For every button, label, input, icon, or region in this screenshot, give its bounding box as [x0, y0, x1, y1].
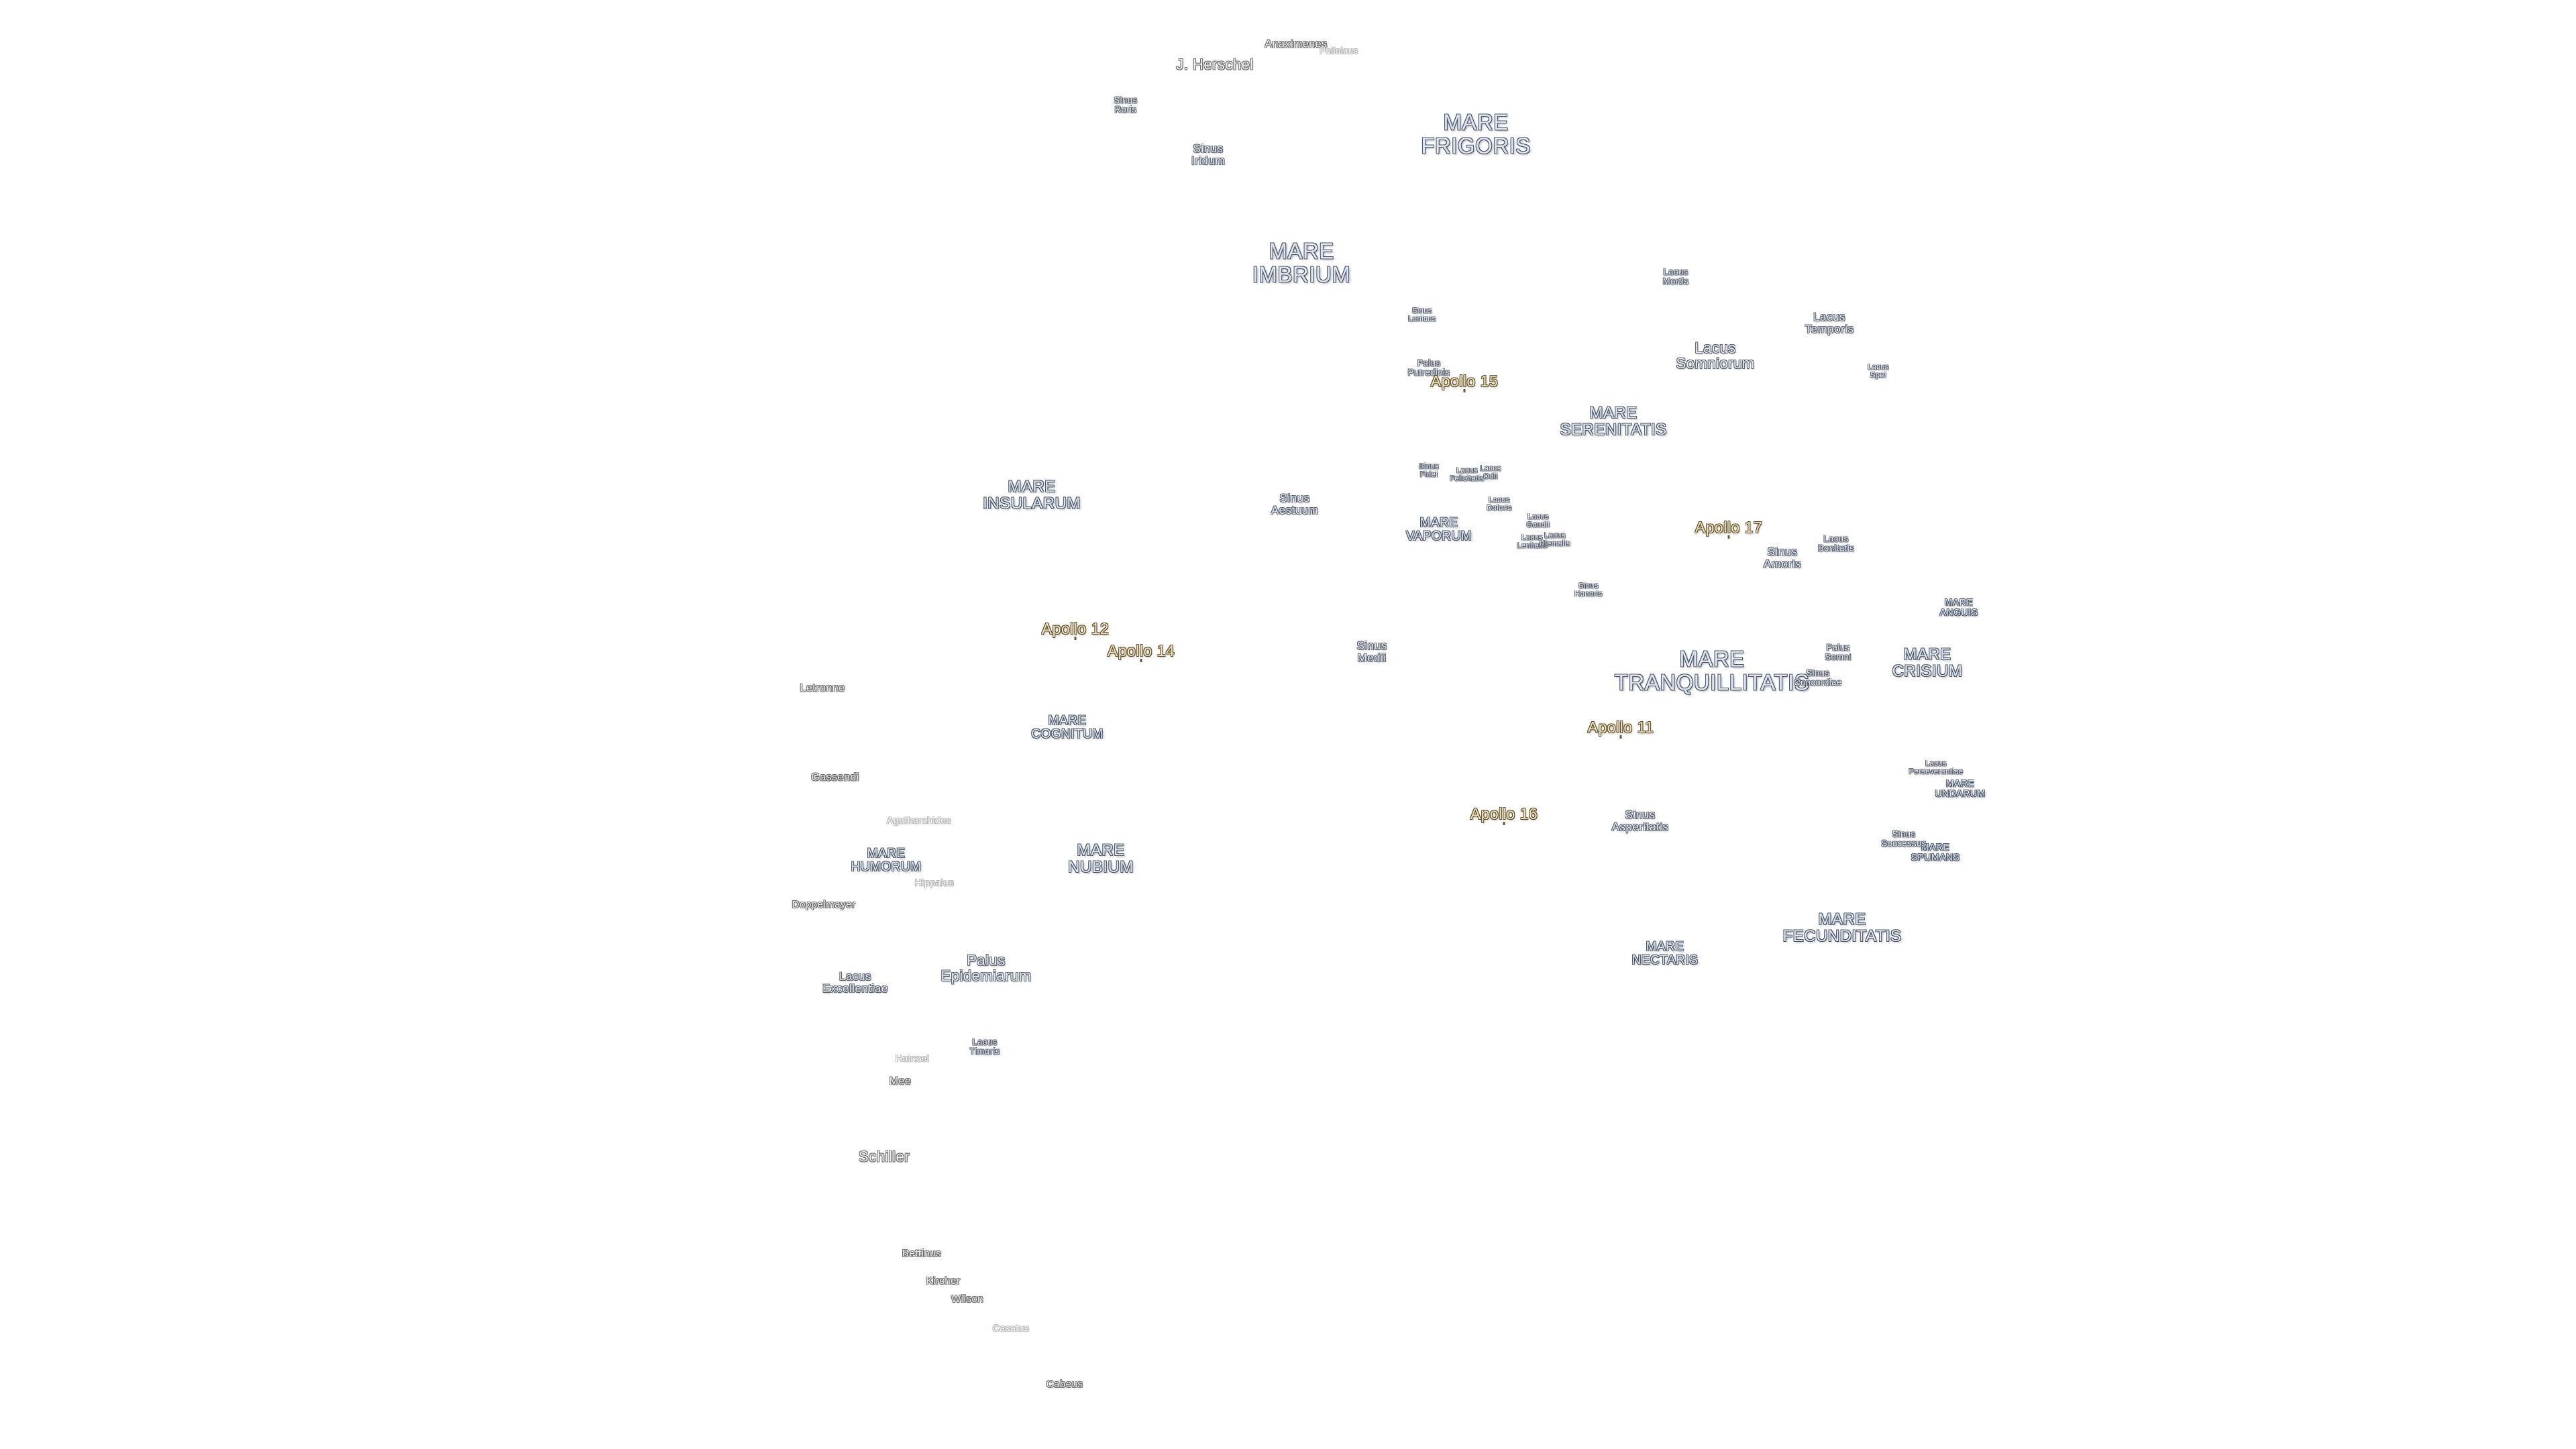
- apollo-12-marker: [1074, 637, 1077, 640]
- label-crater-bettinus[interactable]: Bettinus: [902, 1248, 942, 1260]
- label-apollo-17[interactable]: Apollo 17: [1695, 518, 1763, 536]
- label-crater-wilson[interactable]: Wilson: [951, 1293, 984, 1305]
- label-crater-mee[interactable]: Mee: [889, 1075, 912, 1087]
- apollo-16-marker: [1503, 822, 1505, 825]
- label-crater-gassendi[interactable]: Gassendi: [811, 771, 859, 784]
- label-apollo-11[interactable]: Apollo 11: [1587, 718, 1654, 736]
- label-crater-j-herschel[interactable]: J. Herschel: [1176, 56, 1254, 73]
- label-crater-cabeus[interactable]: Cabeus: [1046, 1379, 1083, 1391]
- label-crater-anaximenes[interactable]: Anaximenes: [1265, 38, 1328, 50]
- label-crater-schiller[interactable]: Schiller: [858, 1148, 910, 1165]
- label-crater-hippalus[interactable]: Hippalus: [914, 877, 955, 888]
- label-crater-kircher[interactable]: Kircher: [926, 1275, 961, 1287]
- apollo-14-marker: [1140, 659, 1142, 662]
- label-crater-philolaus[interactable]: Philolaus: [1320, 46, 1358, 56]
- apollo-17-marker: [1727, 535, 1730, 539]
- apollo-15-marker: [1463, 389, 1466, 392]
- label-crater-agatharchides[interactable]: Agatharchides: [886, 814, 952, 826]
- label-crater-letronne[interactable]: Letronne: [800, 682, 845, 694]
- label-crater-hainzel[interactable]: Hainzel: [895, 1053, 930, 1064]
- label-apollo-16[interactable]: Apollo 16: [1470, 804, 1538, 822]
- apollo-11-marker: [1619, 735, 1622, 739]
- label-apollo-14[interactable]: Apollo 14: [1107, 641, 1175, 659]
- label-crater-doppelmayer[interactable]: Doppelmayer: [792, 899, 856, 911]
- label-crater-casatus[interactable]: Casatus: [992, 1322, 1030, 1334]
- label-apollo-15[interactable]: Apollo 15: [1430, 372, 1499, 390]
- label-apollo-12[interactable]: Apollo 12: [1041, 619, 1110, 637]
